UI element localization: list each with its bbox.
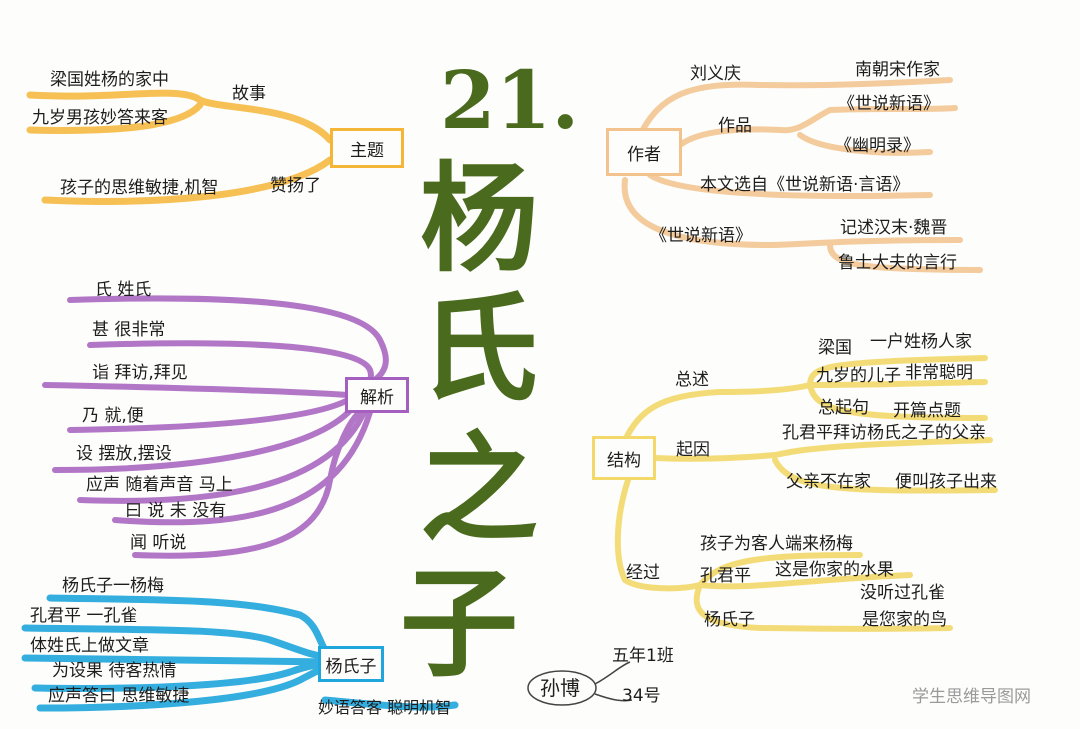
- character-item: 为设果 待客热情: [52, 661, 177, 681]
- overview-item-b: 一户姓杨人家: [870, 332, 972, 352]
- theme-praise: 赞扬了: [270, 176, 321, 196]
- process-yang: 杨氏子: [704, 610, 755, 630]
- analysis-item: 诣 拜访,拜见: [92, 363, 188, 383]
- process-yang-say: 是您家的鸟: [862, 610, 947, 630]
- analysis-item: 设 摆放,摆设: [76, 444, 172, 464]
- theme-praise-line: 孩子的思维敏捷,机智: [60, 178, 219, 198]
- analysis-item: 乃 就,便: [82, 406, 144, 426]
- author-works-label: 作品: [718, 116, 752, 136]
- overview-item-a: 总起句: [818, 398, 869, 418]
- analysis-branches: [42, 295, 389, 559]
- overview-item-a: 梁国: [818, 338, 852, 358]
- theme-story: 故事: [232, 84, 266, 104]
- title-char-3: 之: [420, 419, 539, 558]
- theme-story-line-1: 梁国姓杨的家中: [50, 70, 169, 90]
- title-char-2: 氏: [420, 279, 539, 418]
- author-branches: [621, 77, 983, 273]
- author-book: 《世说新语》: [650, 226, 752, 246]
- signature-class: 五年1班: [612, 646, 674, 666]
- title-char-4: 子: [400, 554, 519, 693]
- author-name-note: 南朝宋作家: [855, 60, 940, 80]
- cause-item-b: 便叫孩子出来: [895, 472, 997, 492]
- author-book-desc: 鲁士大夫的言行: [838, 253, 957, 273]
- character-branches: [21, 594, 459, 712]
- author-source: 本文选自《世说新语·言语》: [700, 175, 910, 195]
- character-item: 杨氏子一杨梅: [62, 576, 164, 596]
- theme-box: 主题: [330, 128, 404, 168]
- analysis-item: 曰 说 未 没有: [125, 501, 227, 521]
- cause-item-a: 孔君平拜访杨氏之子的父亲: [782, 423, 986, 443]
- overview-item-a: 九岁的儿子: [816, 366, 901, 386]
- title-char-1: 杨: [420, 149, 539, 288]
- analysis-item: 甚 很非常: [92, 320, 166, 340]
- character-item: 体姓氏上做文章: [30, 636, 149, 656]
- characters-box: 杨氏子: [318, 646, 384, 682]
- character-trait: 妙语答客 聪明机智: [318, 698, 452, 717]
- author-book-desc: 记述汉末·魏晋: [840, 218, 948, 238]
- analysis-box: 解析: [345, 377, 409, 413]
- structure-branches: [614, 355, 998, 632]
- structure-process: 经过: [626, 563, 660, 583]
- cause-item-a: 父亲不在家: [786, 472, 871, 492]
- overview-item-b: 非常聪明: [905, 363, 973, 383]
- signature-lines: [527, 661, 633, 706]
- watermark: 学生思维导图网: [912, 687, 1031, 707]
- structure-cause: 起因: [676, 440, 710, 460]
- author-box: 作者: [606, 128, 682, 176]
- overview-item-b: 开篇点题: [893, 401, 961, 421]
- author-work-item: 《幽明录》: [835, 136, 920, 156]
- signature-name: 孙博: [540, 676, 580, 700]
- theme-branches: [26, 89, 334, 205]
- character-item: 孔君平 一孔雀: [30, 606, 138, 626]
- structure-overview: 总述: [675, 370, 709, 390]
- character-item: 应声答曰 思维敏捷: [48, 686, 190, 706]
- title-number: 21.: [440, 53, 580, 147]
- author-name: 刘义庆: [690, 64, 741, 84]
- analysis-item: 闻 听说: [130, 533, 187, 553]
- author-work-item: 《世说新语》: [838, 94, 940, 114]
- process-top: 孩子为客人端来杨梅: [700, 534, 853, 554]
- analysis-item: 应声 随着声音 马上: [86, 475, 233, 495]
- process-kong-say: 这是你家的水果: [775, 560, 894, 580]
- structure-box: 结构: [592, 436, 656, 480]
- analysis-item: 氏 姓氏: [95, 280, 152, 300]
- process-yang-say: 没听过孔雀: [860, 583, 945, 603]
- theme-story-line-2: 九岁男孩妙答来客: [32, 108, 168, 128]
- process-kong: 孔君平: [700, 566, 751, 586]
- signature-number: 34号: [622, 686, 661, 706]
